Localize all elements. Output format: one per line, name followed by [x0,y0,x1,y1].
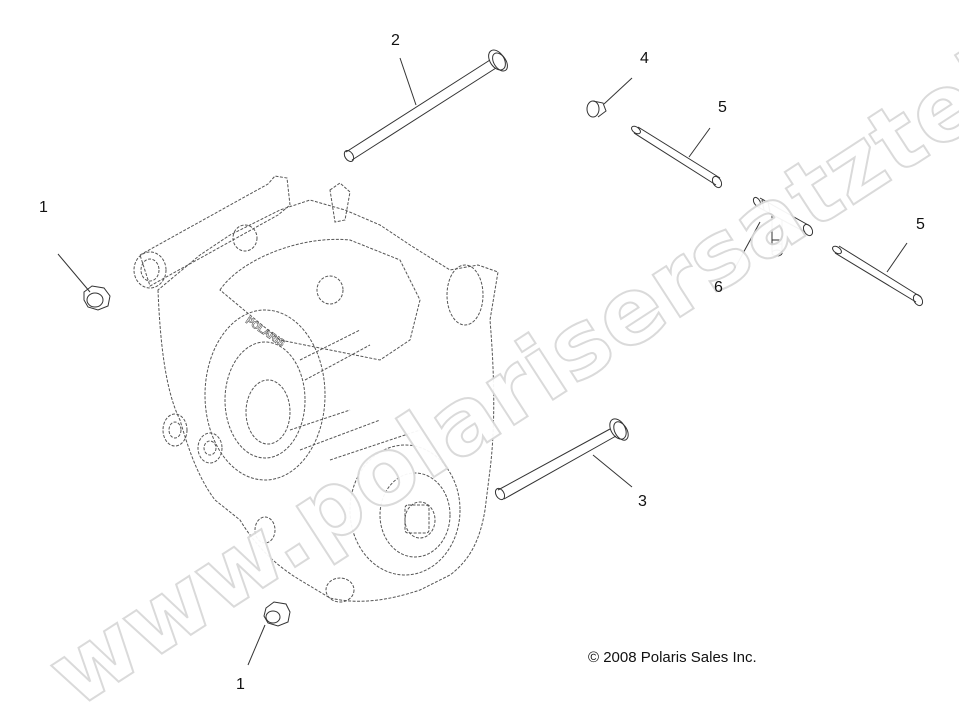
leader-line-3 [592,454,633,488]
leader-line-5-lower [886,242,908,273]
leader-line-1-upper [57,253,91,293]
part-1-nut-lower [263,601,291,627]
callout-6: 6 [714,279,723,296]
callout-4: 4 [640,50,649,67]
part-2-long-bolt [343,49,508,162]
callout-1-lower: 1 [236,676,245,693]
housing-emblem: POLARIS [243,315,286,349]
leader-line-6 [734,221,761,269]
callout-3: 3 [638,493,647,510]
part-6-tee-fitting [752,196,814,257]
leader-line-4 [603,77,633,105]
callout-1-upper: 1 [39,199,48,216]
leader-line-2 [399,57,417,106]
part-5-hose-upper [631,125,723,189]
copyright-notice: © 2008 Polaris Sales Inc. [588,649,757,666]
callout-5-upper: 5 [718,99,727,116]
leader-line-1-lower [247,624,266,666]
callout-2: 2 [391,32,400,49]
transmission-housing [133,175,499,603]
part-5-hose-lower [832,245,924,307]
callout-5-lower: 5 [916,216,925,233]
part-4-hose-clamp [586,100,607,118]
part-1-nut-upper [83,285,111,311]
leader-line-5-upper [688,127,711,158]
part-3-bolt [494,418,629,501]
parts-diagram-canvas: POLARIS [57,49,924,666]
